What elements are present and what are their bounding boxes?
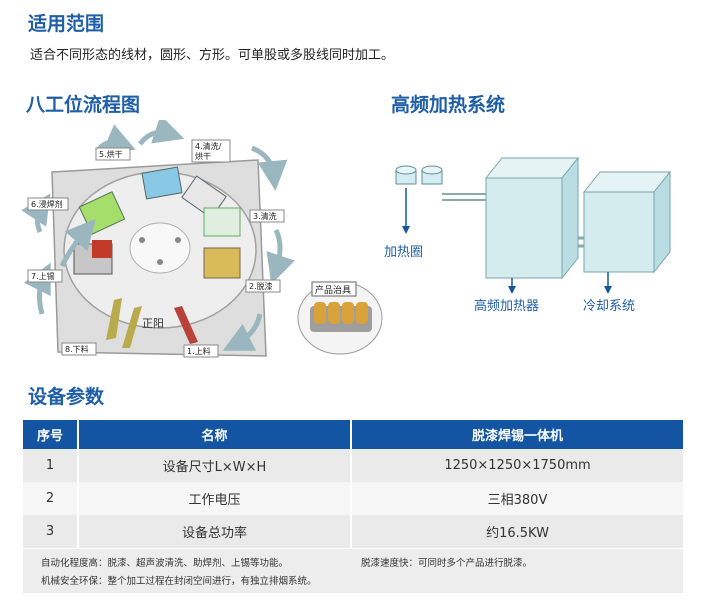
note-safety: 机械安全环保：整个加工过程在封闭空间进行，有独立排烟系统。	[41, 576, 317, 587]
row-index: 3	[23, 515, 78, 548]
arrow-head	[402, 226, 410, 234]
cooling-label: 冷却系统	[583, 299, 635, 314]
station-label-4b: 烘干	[195, 151, 211, 161]
station-module-4	[181, 175, 227, 219]
params-notes: 自动化程度高：脱漆、超声波清洗、助焊剂、上锡等功能。 脱漆速度快：可同时多个产品…	[23, 549, 683, 593]
station-module-7-tin	[92, 240, 112, 258]
fixture-coil	[356, 302, 368, 324]
machine-logo: 正阳	[142, 317, 164, 330]
row-value: 1250×1250×1750mm	[350, 449, 683, 482]
station-label-box	[27, 197, 69, 211]
row-value: 约16.5KW	[350, 515, 683, 548]
station-module-5	[141, 166, 183, 200]
flow-arrow	[222, 313, 263, 351]
eight-station-diagram: 正阳 1.上料 2.脱漆 3.清洗 4.清洗/ 烘干 5.烘干 6.浸焊剂 7.…	[22, 120, 383, 358]
scope-title: 适用范围	[28, 13, 105, 35]
params-title: 设备参数	[28, 386, 105, 408]
station-label-6: 6.浸焊剂	[31, 199, 63, 209]
heater-label: 高频加热器	[474, 298, 539, 314]
hub-hole	[139, 237, 145, 243]
row-name: 工作电压	[77, 482, 351, 515]
station-label-4a: 4.清洗/	[195, 141, 222, 151]
arrow-head	[604, 286, 612, 294]
cooler-front	[583, 191, 655, 273]
header-index: 序号	[23, 420, 78, 449]
row-index: 2	[23, 482, 78, 515]
rotary-hub	[129, 222, 191, 274]
coil-cylinder-top	[395, 165, 417, 175]
row-index: 1	[23, 449, 78, 482]
station-label-3: 3.清洗	[253, 211, 277, 221]
fixture-label: 产品治具	[315, 284, 351, 296]
station-label-box	[27, 269, 63, 283]
unload-slide	[106, 298, 122, 340]
row-name: 设备总功率	[77, 515, 351, 548]
flow-arrow	[250, 145, 288, 191]
station-label-box	[61, 342, 97, 356]
params-table: 序号 名称 脱漆焊锡一体机 1 设备尺寸L×W×H 1250×1250×1750…	[23, 420, 683, 548]
coil-cylinder-top	[421, 165, 443, 175]
table-row: 1 设备尺寸L×W×H 1250×1250×1750mm	[23, 449, 683, 482]
station-module-2	[203, 247, 241, 279]
row-value: 三相380V	[350, 482, 683, 515]
scope-description: 适合不同形态的线材，圆形、方形。可单股或多股线同时加工。	[30, 48, 395, 63]
station-label-7: 7.上锡	[31, 272, 55, 281]
flow-arrow	[138, 120, 185, 146]
station-label-2: 2.脱漆	[249, 281, 273, 291]
arrow-head	[508, 286, 516, 294]
station-module-3	[203, 207, 241, 237]
heater-front	[485, 177, 563, 279]
table-row: 3 设备总功率 约16.5KW	[23, 515, 683, 548]
station-label-box	[95, 147, 131, 161]
hub-hole	[175, 237, 181, 243]
params-header-row: 序号 名称 脱漆焊锡一体机	[23, 420, 683, 449]
header-name: 名称	[77, 420, 351, 449]
header-model: 脱漆焊锡一体机	[350, 420, 683, 449]
station-label-1: 1.上料	[187, 346, 211, 356]
station-label-box	[191, 139, 231, 163]
heating-title: 高频加热系统	[391, 94, 506, 116]
station-label-box	[249, 209, 285, 223]
note-speed: 脱漆速度快：可同时多个产品进行脱漆。	[361, 558, 533, 569]
table-row: 2 工作电压 三相380V	[23, 482, 683, 515]
coil-label: 加热圈	[384, 245, 423, 260]
flow-title: 八工位流程图	[26, 94, 141, 116]
fixture-label-box	[311, 281, 357, 297]
fixture-coil	[328, 302, 340, 324]
feed-slide	[174, 306, 198, 344]
flow-arrow	[266, 228, 295, 285]
station-label-5: 5.烘干	[99, 149, 123, 159]
note-automation: 自动化程度高：脱漆、超声波清洗、助焊剂、上锡等功能。	[41, 558, 289, 569]
station-label-box	[183, 344, 219, 358]
row-name: 设备尺寸L×W×H	[77, 449, 351, 482]
heating-system-diagram: 加热圈 高频加热器 冷却系统	[384, 156, 672, 314]
station-label-box	[245, 279, 281, 293]
heater-side	[561, 156, 579, 280]
unload-slide	[122, 306, 142, 348]
station-label-8: 8.下料	[65, 344, 89, 354]
flow-arrow	[59, 218, 96, 268]
fixture-coil	[314, 302, 326, 324]
fixture-coil	[342, 302, 354, 324]
hub-hole	[157, 259, 163, 265]
